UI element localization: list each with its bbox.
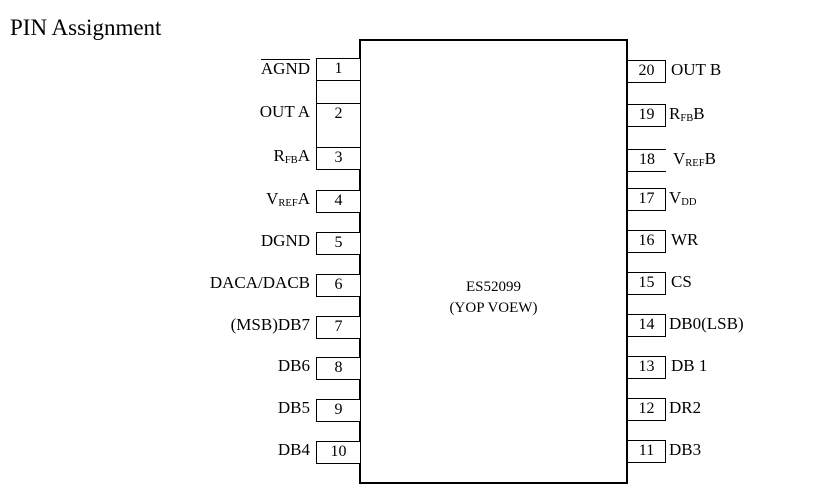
pin-box-13[interactable]: 13 (627, 356, 666, 379)
pin-box-10[interactable]: 10 (316, 441, 361, 464)
pin-label-11: DB3 (669, 440, 702, 459)
pin-box-5[interactable]: 5 (316, 232, 361, 255)
pin-filler-2-3 (316, 125, 361, 148)
pin-box-18[interactable]: 18 (627, 149, 666, 172)
pin-box-3[interactable]: 3 (316, 147, 361, 170)
pin-label-12: DR2 (669, 398, 702, 417)
pin-box-2[interactable]: 2 (316, 103, 361, 126)
pin-filler-1-2 (316, 81, 361, 104)
pin-label-16: WR (671, 230, 699, 249)
page-title: PIN Assignment (10, 15, 162, 40)
pin-label-10: DB4 (277, 440, 310, 459)
pin-label-20: OUT B (671, 60, 722, 79)
pin-label-4: VREFA (266, 189, 310, 210)
pin-label-17: VDD (669, 188, 697, 209)
pin-label-6: DACA/DACB (209, 273, 310, 292)
pin-box-17[interactable]: 17 (627, 188, 666, 211)
pin-box-19[interactable]: 19 (627, 104, 666, 127)
agnd-overline-text: AGND (260, 59, 310, 78)
pin-label-3: RFBA (273, 146, 310, 167)
pin-box-8[interactable]: 8 (316, 357, 361, 380)
pin-box-12[interactable]: 12 (627, 398, 666, 421)
pin-box-11[interactable]: 11 (627, 440, 666, 463)
pin-box-16[interactable]: 16 (627, 230, 666, 253)
pin-box-7[interactable]: 7 (316, 316, 361, 339)
pin-label-19: RFBB (669, 104, 705, 125)
pin-label-2: OUT A (259, 102, 310, 121)
pin-box-6[interactable]: 6 (316, 274, 361, 297)
pin-box-14[interactable]: 14 (627, 314, 666, 337)
pin-box-4[interactable]: 4 (316, 190, 361, 213)
pin-label-18: VREFB (673, 149, 716, 170)
pin-box-9[interactable]: 9 (316, 399, 361, 422)
pin-label-7: (MSB)DB7 (230, 315, 310, 334)
pin-label-8: DB6 (277, 356, 310, 375)
pin-box-1[interactable]: 1 (316, 58, 361, 81)
pin-label-15: CS (671, 272, 692, 291)
pin-label-1: AGND (0, 58, 310, 80)
pin-box-20[interactable]: 20 (627, 60, 666, 83)
pin-label-5: DGND (260, 231, 310, 250)
chip-body-outline: ES52099 (YOP VOEW) (359, 39, 628, 484)
pin-label-9: DB5 (277, 398, 310, 417)
chip-part-label: ES52099 (YOP VOEW) (449, 279, 538, 316)
pin-label-13: DB 1 (671, 356, 708, 375)
pin-box-15[interactable]: 15 (627, 272, 666, 295)
pin-label-14: DB0(LSB) (669, 314, 744, 333)
